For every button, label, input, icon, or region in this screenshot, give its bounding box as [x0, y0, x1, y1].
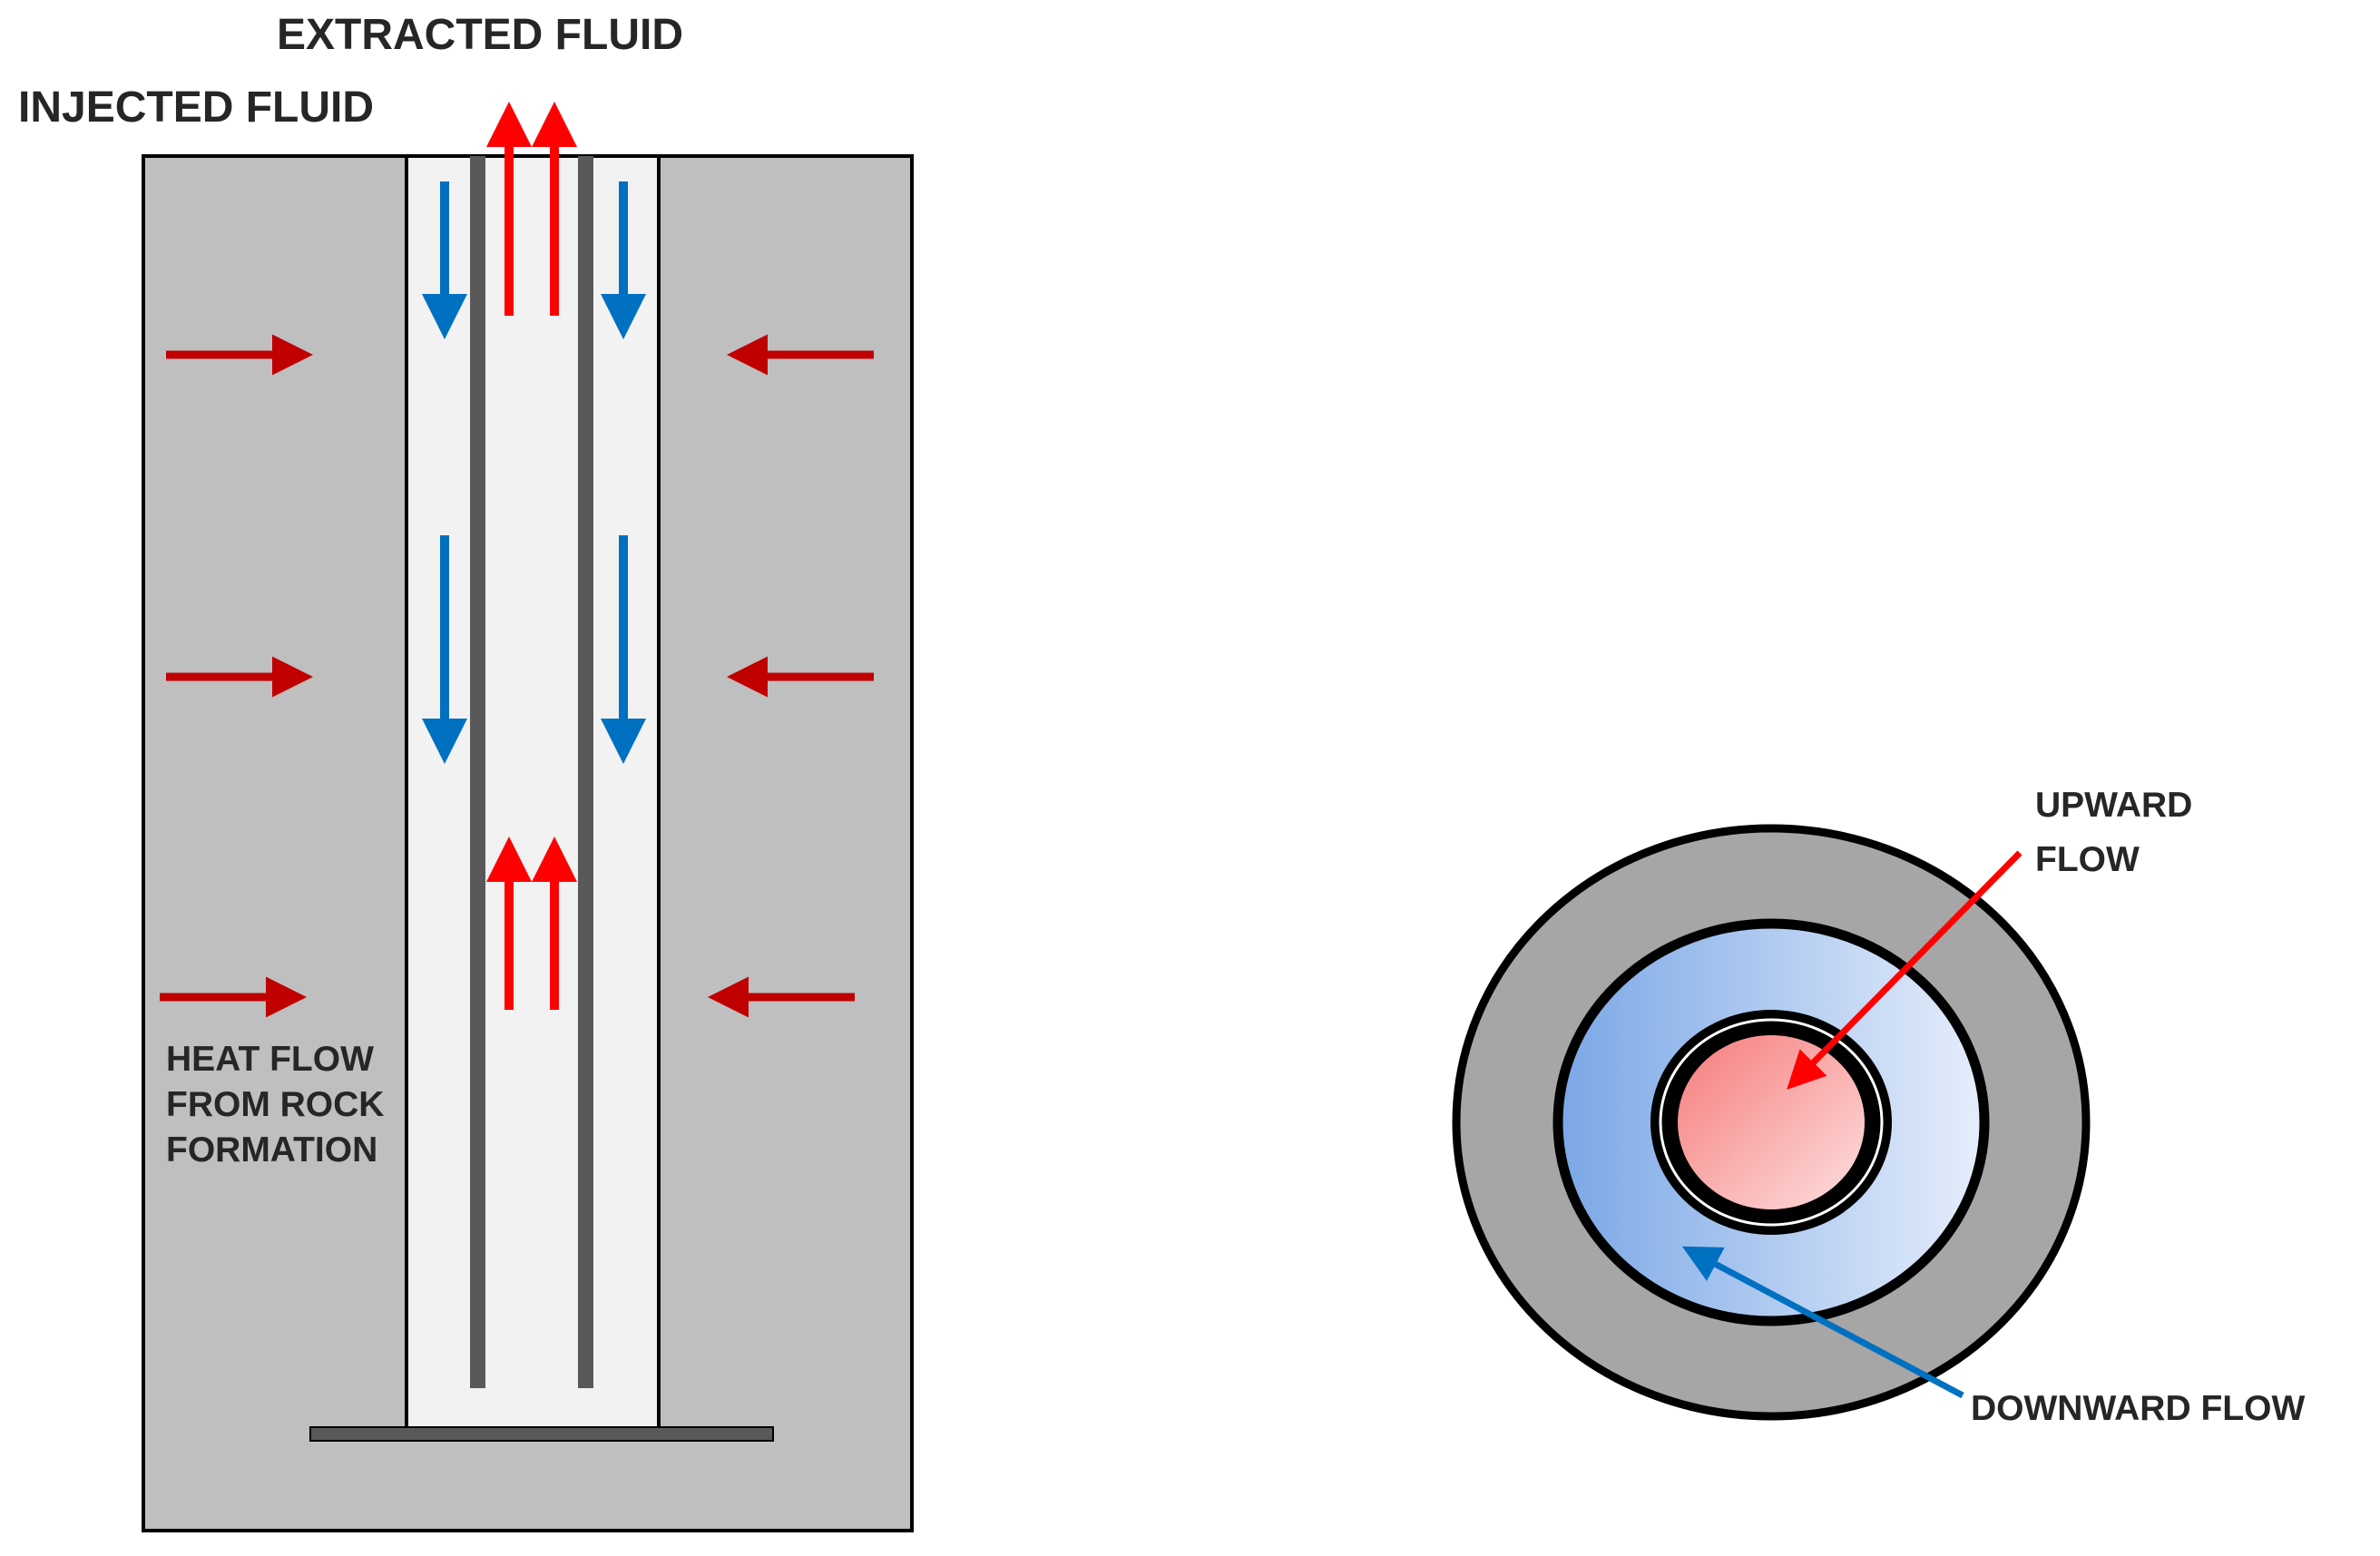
injected-fluid-label: INJECTED FLUID [18, 83, 374, 132]
heat-flow-label-line2: FROM ROCK [166, 1085, 384, 1124]
upward-flow-pointer-arrow [1787, 850, 2023, 1090]
upward-flow-label-line1: UPWARD [2035, 786, 2192, 825]
heat-flow-label-line3: FORMATION [166, 1130, 377, 1169]
borehole [405, 154, 661, 1433]
borehole-bottom-plate [309, 1426, 774, 1442]
inner-pipe-wall-left [470, 156, 485, 1388]
cross-section: UPWARD FLOW DOWNWARD FLOW [1452, 786, 2305, 1428]
downward-flow-label: DOWNWARD FLOW [1971, 1389, 2305, 1428]
downward-flow-pointer-arrow [1681, 1246, 1964, 1399]
heat-flow-label-line1: HEAT FLOW [166, 1040, 374, 1079]
inner-pipe-white-line [1659, 1018, 1884, 1227]
upward-flow-label-line2: FLOW [2035, 840, 2140, 879]
borehole-section: EXTRACTED FLUID INJECTED FLUID HEAT FLOW… [18, 11, 914, 1532]
extracted-fluid-label: EXTRACTED FLUID [277, 11, 683, 59]
inner-pipe-wall-right [578, 156, 593, 1388]
upward-flow-core [1678, 1035, 1865, 1209]
